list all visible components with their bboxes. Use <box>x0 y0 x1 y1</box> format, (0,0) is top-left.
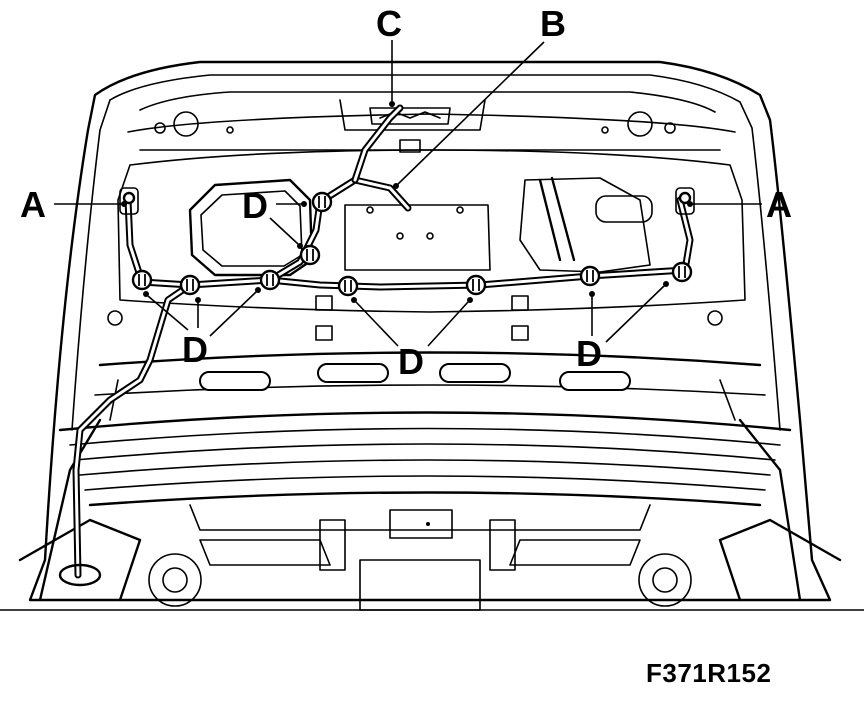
leader-d-lr-2 <box>605 285 665 343</box>
clip-d-9 <box>671 261 693 283</box>
callout-d-upper: D <box>242 185 268 226</box>
clip-d-8 <box>579 265 601 287</box>
inner-frame <box>107 149 746 341</box>
leader-d-lc-1 <box>355 301 399 347</box>
lid-outline <box>28 60 832 602</box>
callout-a-left: A <box>20 184 46 225</box>
callout-b: B <box>540 3 566 44</box>
callout-d-lower-center: D <box>398 341 424 382</box>
lower-cross-member <box>94 351 766 396</box>
side-hinges <box>38 379 802 602</box>
clip-d-7 <box>465 274 487 296</box>
harness-clips <box>131 191 693 297</box>
leader-lines <box>54 40 762 347</box>
clip-d-4 <box>299 244 321 266</box>
leader-d-ll-3 <box>209 291 257 337</box>
leader-d-lc-2 <box>427 301 469 347</box>
callout-d-lower-right: D <box>576 333 602 374</box>
leader-b <box>395 41 545 187</box>
clip-d-5 <box>311 191 333 213</box>
connector-a-left <box>119 187 139 215</box>
clip-d-3 <box>259 269 281 291</box>
leader-d-upper-2 <box>269 217 299 245</box>
clip-d-1 <box>131 269 153 291</box>
connector-a-right <box>675 187 695 215</box>
callout-c: C <box>376 3 402 44</box>
callout-a-right: A <box>766 184 792 225</box>
callout-d-lower-left: D <box>182 329 208 370</box>
clip-d-2 <box>179 274 201 296</box>
trunk-floor <box>0 518 864 611</box>
clip-d-6 <box>337 275 359 297</box>
leader-d-ll-1 <box>147 295 189 331</box>
figure-code: F371R152 <box>646 658 772 688</box>
rear-body-ribs <box>58 411 792 539</box>
latch-area <box>339 99 486 153</box>
